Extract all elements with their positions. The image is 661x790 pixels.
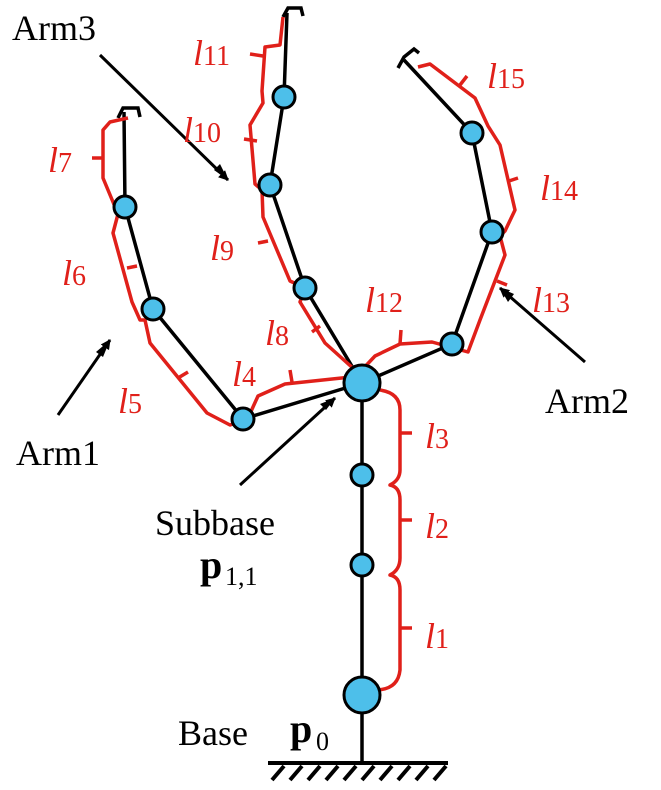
arm2-label: Arm2	[545, 381, 629, 421]
length-label-3: l3	[425, 416, 449, 456]
length-label-10: l10	[183, 110, 221, 150]
length-label-5: l5	[118, 381, 142, 421]
joint	[439, 331, 465, 357]
length-label-7: l7	[48, 140, 72, 180]
length-label-15: l15	[487, 56, 525, 96]
arm3-label: Arm3	[12, 8, 96, 48]
base-index: 0	[316, 727, 329, 756]
joint	[292, 275, 318, 301]
length-label-8: l8	[265, 313, 289, 353]
ground	[268, 761, 448, 782]
length-label-2: l2	[425, 506, 449, 546]
length-label-12: l12	[365, 280, 403, 320]
subbase-label: Subbase	[155, 503, 275, 543]
pointer-arrows	[56, 53, 586, 487]
base-joint	[342, 675, 382, 715]
base-symbol: p	[290, 706, 312, 751]
joint	[459, 120, 485, 146]
joint	[271, 84, 297, 110]
joint	[257, 172, 283, 198]
length-label-14: l14	[540, 168, 578, 208]
joint	[112, 194, 138, 220]
joint	[349, 552, 375, 578]
base-label: Base	[178, 713, 248, 753]
subbase-symbol: p	[200, 542, 222, 587]
subbase-joint	[342, 363, 382, 403]
length-labels: l1 l2 l3 l4 l5 l6 l7 l8 l9 l10 l11 l12 l…	[48, 33, 578, 656]
joints	[112, 84, 505, 715]
joint	[349, 462, 375, 488]
joint	[230, 406, 256, 432]
length-label-1: l1	[425, 616, 449, 656]
length-label-11: l11	[193, 33, 230, 73]
length-label-6: l6	[62, 253, 86, 293]
length-label-4: l4	[232, 354, 256, 394]
length-label-9: l9	[210, 228, 234, 268]
joint	[479, 219, 505, 245]
length-label-13: l13	[532, 280, 570, 320]
arm1-label: Arm1	[16, 433, 100, 473]
subbase-index: 1,1	[225, 562, 258, 591]
joint	[140, 296, 166, 322]
